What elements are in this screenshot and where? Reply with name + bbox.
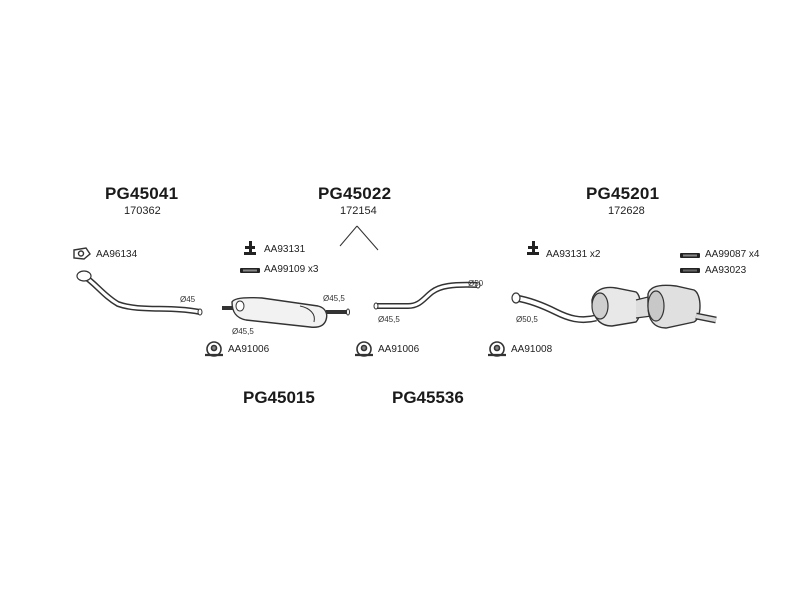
- label-aa99087: AA99087 x4: [705, 249, 760, 260]
- part-code-pg45015: PG45015: [243, 388, 315, 407]
- label-aa96134: AA96134: [96, 249, 138, 260]
- part-code-pg45536: PG45536: [392, 388, 464, 407]
- diameter-45: Ø45: [180, 295, 196, 304]
- part-number-170362: 170362: [124, 205, 161, 217]
- label-aa91006: AA91006: [378, 344, 420, 355]
- part-code-pg45022: PG45022: [318, 184, 392, 203]
- clamp-icon: [205, 341, 223, 357]
- diameter-50-5: Ø50,5: [516, 315, 538, 324]
- clamp-icon: [488, 341, 506, 357]
- connector-lines: [339, 225, 379, 251]
- diameter-45-5: Ø45,5: [323, 294, 345, 303]
- clamp-icon: [355, 341, 373, 357]
- hanger-strip-icon: [680, 253, 700, 258]
- label-aa99109: AA99109 x3: [264, 264, 319, 275]
- hanger-strip-icon: [680, 268, 700, 273]
- part-number-172628: 172628: [608, 205, 645, 217]
- part-number-172154: 172154: [340, 205, 377, 217]
- label-aa93131: AA93131: [264, 244, 306, 255]
- label-aa93023: AA93023: [705, 265, 747, 276]
- middle-pipe: [373, 281, 481, 310]
- rear-muffler: [511, 284, 717, 329]
- rubber-mount-icon: [527, 241, 539, 255]
- rubber-mount-icon: [244, 241, 256, 255]
- front-pipe: [76, 270, 203, 316]
- label-aa91008: AA91008: [511, 344, 553, 355]
- part-code-pg45041: PG45041: [105, 184, 179, 203]
- diameter-45-5: Ø45,5: [232, 327, 254, 336]
- label-aa93131-x2: AA93131 x2: [546, 249, 601, 260]
- gasket-icon: [73, 247, 91, 260]
- hanger-strip-icon: [240, 268, 260, 273]
- part-code-pg45201: PG45201: [586, 184, 660, 203]
- label-aa91006: AA91006: [228, 344, 270, 355]
- diameter-45-5: Ø45,5: [378, 315, 400, 324]
- middle-muffler: [222, 296, 350, 328]
- diameter-50: Ø50: [468, 279, 484, 288]
